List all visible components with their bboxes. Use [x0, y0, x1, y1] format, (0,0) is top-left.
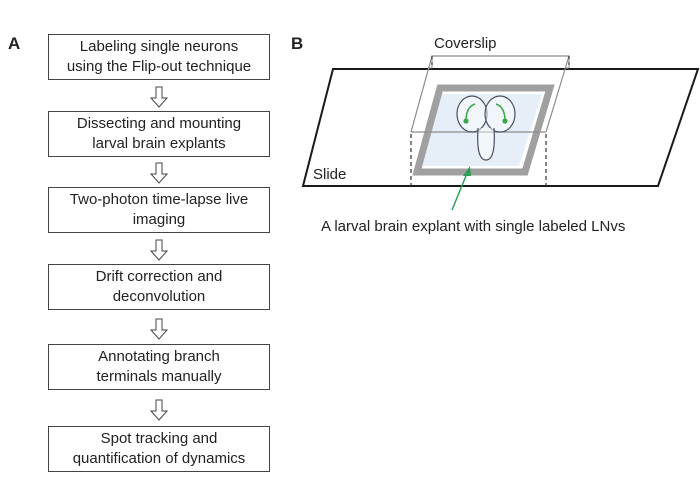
down-arrow-icon	[150, 318, 168, 340]
slide-outline	[301, 68, 700, 187]
down-arrow-icon	[150, 239, 168, 261]
pointer-arrow	[451, 170, 469, 211]
step-labeling-neurons: Labeling single neurons using the Flip-o…	[48, 34, 270, 80]
panel-b-label: B	[291, 34, 304, 53]
pointer-arrowhead-icon	[463, 166, 471, 176]
slide-diagram	[301, 55, 700, 211]
down-arrow-icon	[150, 162, 168, 184]
step-drift-correction: Drift correction and deconvolution	[48, 264, 270, 310]
coverslip-outline	[410, 55, 570, 133]
down-arrow-icon	[150, 86, 168, 108]
step-annotating-terminals: Annotating branch terminals manually	[48, 344, 270, 390]
step-two-photon-imaging: Two-photon time-lapse live imaging	[48, 187, 270, 233]
neuron-left-soma	[463, 118, 469, 124]
down-arrow-icon	[150, 399, 168, 421]
brain-lobe-left	[456, 95, 488, 133]
spacer-frame	[412, 84, 555, 176]
ventral-nerve-cord	[477, 127, 495, 161]
neuron-right-soma	[502, 118, 508, 124]
explant-caption: A larval brain explant with single label…	[321, 218, 626, 235]
coverslip-label: Coverslip	[434, 35, 497, 52]
step-dissecting-mounting: Dissecting and mounting larval brain exp…	[48, 111, 270, 157]
step-spot-tracking: Spot tracking and quantification of dyna…	[48, 426, 270, 472]
panel-a-label: A	[8, 34, 21, 53]
brain-lobe-right	[484, 95, 516, 133]
explant-area	[422, 94, 542, 166]
slide-label: Slide	[313, 166, 347, 183]
